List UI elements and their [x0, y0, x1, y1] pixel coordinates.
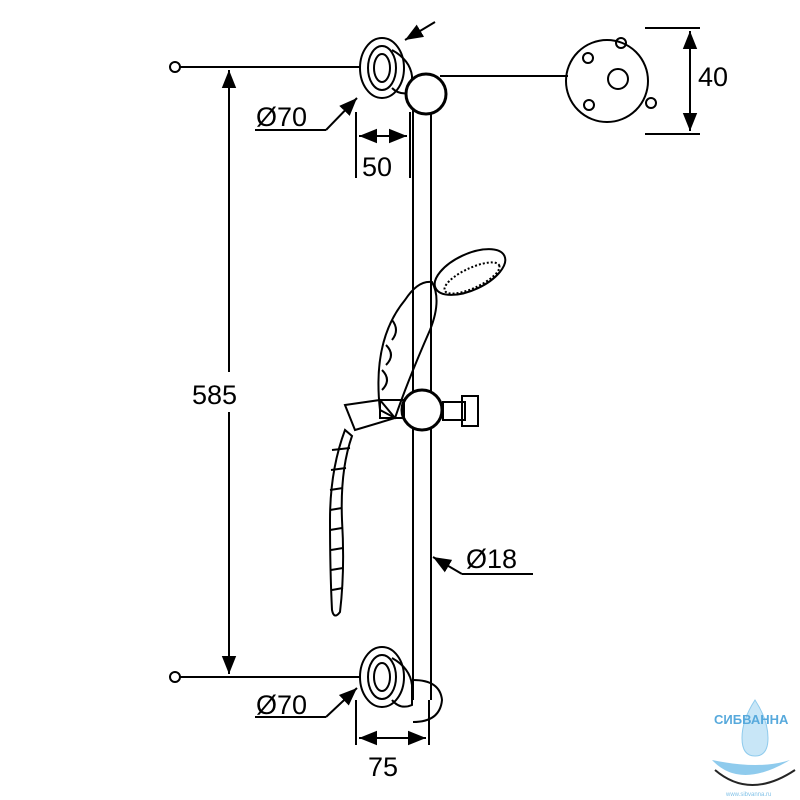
wall-flange	[565, 37, 657, 123]
top-offset-label: 50	[362, 152, 392, 182]
top-rosette-diameter-label: Ø70	[256, 102, 307, 132]
shower-hose	[328, 428, 354, 617]
bottom-offset-dimension: 75	[355, 700, 430, 782]
sibvanna-logo: СИБВАННА www.sibvanna.ru	[712, 699, 796, 798]
bottom-rosette-dimension: Ø70	[255, 687, 358, 720]
hand-shower	[343, 248, 507, 432]
logo-name: СИБВАННА	[714, 712, 789, 727]
bottom-rosette	[359, 646, 444, 723]
flange-diameter-label: 40	[698, 62, 728, 92]
total-height-label: 585	[192, 380, 237, 410]
height-dimension: 585	[190, 70, 265, 674]
top-rosette-dimension: Ø70	[255, 97, 358, 132]
bottom-offset-label: 75	[368, 752, 398, 782]
bottom-rosette-diameter-label: Ø70	[256, 690, 307, 720]
rail-diameter-label: Ø18	[466, 544, 517, 574]
reference-lines	[169, 27, 700, 683]
logo-url: www.sibvanna.ru	[725, 792, 771, 798]
top-rosette	[359, 21, 448, 116]
top-offset-dimension: 50	[355, 112, 411, 182]
slider-holder	[379, 388, 479, 432]
flange-dimension: 40	[682, 31, 728, 131]
rail-diameter-dimension: Ø18	[432, 544, 533, 575]
